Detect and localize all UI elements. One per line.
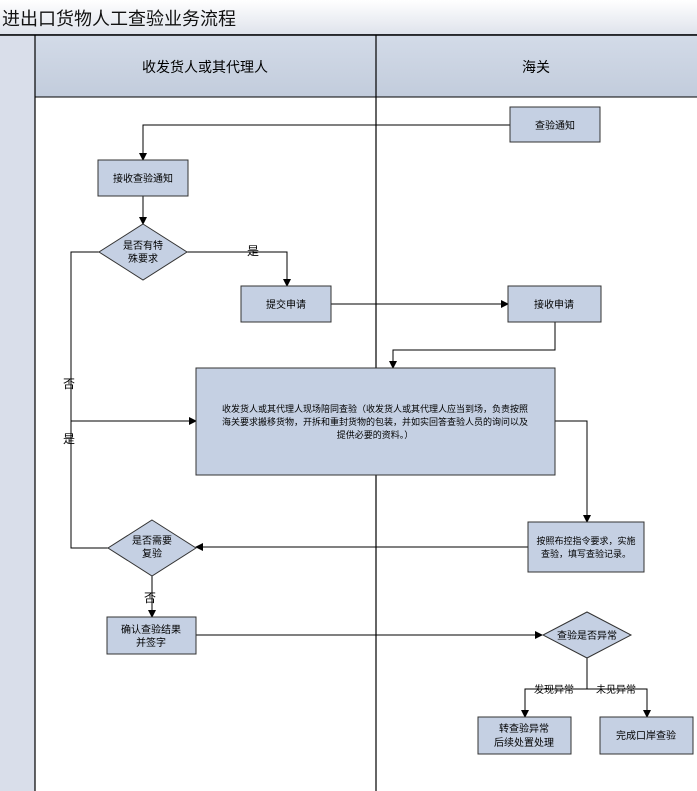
svg-text:殊要求: 殊要求	[128, 252, 158, 265]
svg-text:接收申请: 接收申请	[534, 298, 574, 311]
node-inspection-notice: 查验通知	[509, 106, 601, 143]
svg-text:是否需要: 是否需要	[132, 535, 172, 547]
label-abnormal-found: 发现异常	[534, 683, 574, 696]
decision-abnormal: 查验是否异常	[541, 611, 633, 659]
svg-text:并签字: 并签字	[136, 636, 166, 649]
lane-right-title: 海关	[522, 60, 550, 76]
node-confirm-result: 确认查验结果 并签字	[106, 616, 197, 655]
lane-header-band	[35, 35, 697, 97]
label-no-recheck: 否	[144, 591, 156, 605]
svg-text:是否有特: 是否有特	[123, 239, 163, 252]
svg-text:复验: 复验	[142, 547, 162, 560]
label-no-special: 否	[63, 377, 75, 391]
decision-special-requirement: 是否有特 殊要求	[98, 223, 188, 281]
node-customs-inspection: 按照布控指令要求，实施 查验，填写查验记录。	[527, 521, 645, 573]
title-bar: 进出口货物人工查验业务流程	[0, 0, 697, 35]
label-yes-recheck: 是	[63, 432, 75, 446]
connectors	[70, 124, 651, 718]
svg-text:后续处置处理: 后续处置处理	[494, 736, 554, 749]
lane-left-title: 收发货人或其代理人	[142, 59, 268, 76]
svg-text:查验通知: 查验通知	[535, 119, 575, 132]
svg-text:查验是否异常: 查验是否异常	[557, 629, 617, 642]
svg-text:海关要求搬移货物，开拆和重封货物的包装，并如实回答查验人员的: 海关要求搬移货物，开拆和重封货物的包装，并如实回答查验人员的询问以及	[222, 416, 528, 428]
node-complete-inspection: 完成口岸查验	[599, 716, 694, 755]
node-accept-application: 接收申请	[507, 285, 602, 323]
svg-text:按照布控指令要求，实施: 按照布控指令要求，实施	[536, 535, 635, 547]
decision-recheck: 是否需要 复验	[107, 519, 197, 577]
svg-text:确认查验结果: 确认查验结果	[121, 623, 181, 636]
label-abnormal-not-found: 未见异常	[596, 683, 636, 696]
svg-text:提交申请: 提交申请	[266, 298, 306, 311]
svg-text:提供必要的资料。）: 提供必要的资料。）	[337, 429, 414, 441]
node-onsite-inspection: 收发货人或其代理人现场陪同查验（收发货人或其代理人应当到场，负责按照 海关要求搬…	[195, 367, 556, 476]
svg-text:完成口岸查验: 完成口岸查验	[616, 729, 676, 742]
node-receive-notice: 接收查验通知	[97, 159, 189, 197]
page-title: 进出口货物人工查验业务流程	[2, 9, 236, 30]
svg-text:收发货人或其代理人现场陪同查验（收发货人或其代理人应当到场，: 收发货人或其代理人现场陪同查验（收发货人或其代理人应当到场，负责按照	[222, 403, 528, 415]
svg-text:转查验异常: 转查验异常	[499, 722, 549, 735]
svg-text:查验，填写查验记录。: 查验，填写查验记录。	[541, 548, 631, 560]
lane-margin	[0, 35, 35, 791]
node-handle-abnormal: 转查验异常 后续处置处理	[477, 716, 572, 755]
label-yes-special: 是	[247, 244, 259, 258]
svg-text:接收查验通知: 接收查验通知	[113, 172, 173, 185]
node-submit-application: 提交申请	[240, 285, 332, 323]
